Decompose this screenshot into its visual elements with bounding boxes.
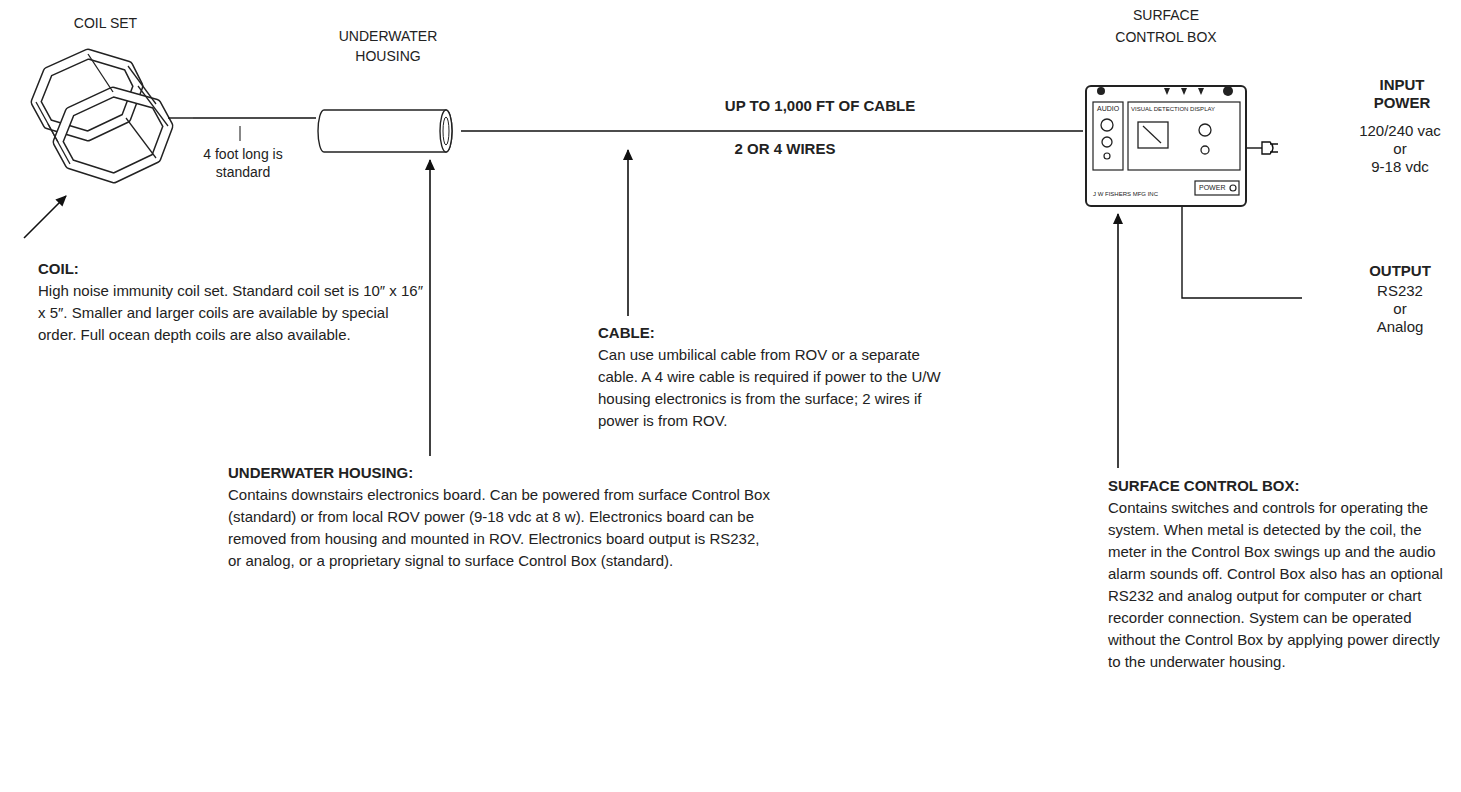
power-switch	[1230, 185, 1236, 191]
panel-text: AUDIO	[1097, 105, 1119, 113]
output-wire	[1182, 206, 1302, 298]
meter	[1138, 122, 1168, 148]
note-body: Contains downstairs electronics board. C…	[228, 484, 773, 572]
panel-text: VISUAL DETECTION DISPLAY	[1131, 105, 1215, 113]
port-heading: OUTPUT	[1345, 262, 1455, 280]
audio-knob	[1102, 137, 1112, 147]
audio-knob	[1101, 119, 1113, 131]
underwater-housing: UNDERWATER HOUSING	[316, 26, 461, 154]
coil-tie	[128, 66, 156, 104]
underwater-housing-outline	[316, 26, 461, 154]
sensitivity-knob	[1199, 124, 1211, 136]
display-panel	[1128, 102, 1240, 170]
housing-end-cap	[443, 117, 449, 145]
leader-tick	[240, 126, 241, 141]
housing-cylinder	[318, 110, 452, 152]
coil-set: COIL SET	[18, 14, 193, 196]
spec-value: Analog	[1345, 318, 1455, 336]
knob	[1198, 88, 1204, 95]
note-heading: UNDERWATER HOUSING:	[228, 462, 768, 484]
note-body: Can use umbilical cable from ROV or a se…	[598, 344, 958, 432]
spec-value: or	[1345, 300, 1455, 318]
callout-arrow	[429, 160, 431, 456]
knob	[1201, 146, 1209, 154]
panel-text: POWER	[1199, 184, 1225, 192]
note-body: Contains switches and controls for opera…	[1108, 497, 1453, 673]
spec-value: 120/240 vac	[1340, 122, 1460, 140]
coil-lead	[168, 117, 193, 118]
note-heading: SURFACE CONTROL BOX:	[1108, 475, 1453, 497]
wire-count: 2 OR 4 WIRES	[700, 140, 870, 158]
coil-tie	[36, 102, 58, 142]
spec-value: or	[1340, 140, 1460, 158]
node-heading: COIL SET	[18, 14, 193, 32]
coil-tie	[138, 86, 168, 126]
coil-set-outline	[18, 14, 193, 196]
callout-arrow	[1117, 214, 1119, 468]
panel-text: J W FISHERS MFG INC	[1093, 190, 1158, 198]
knob	[1223, 86, 1233, 96]
knob	[1164, 88, 1170, 95]
housing-end-cap	[440, 110, 452, 152]
surface-control-box: SURFACE CONTROL BOX AUDIO VISUAL DETECTION…	[1083, 4, 1249, 208]
audio-jack	[1104, 153, 1110, 159]
note-heading: COIL:	[38, 258, 418, 280]
note-heading: CABLE:	[598, 322, 958, 344]
spec-value: RS232	[1345, 282, 1455, 300]
callout-arrow	[24, 196, 66, 238]
node-heading: UNDERWATER HOUSING	[328, 26, 448, 66]
meter-needle	[1143, 126, 1161, 143]
knob	[1097, 87, 1105, 95]
edge-label: UP TO 1,000 FT OF CABLE	[640, 97, 1000, 114]
callout-arrow	[627, 150, 629, 316]
coil-tie	[126, 118, 156, 158]
cable-line	[193, 117, 316, 119]
port-heading: INPUT POWER	[1362, 76, 1442, 112]
cable-line	[461, 130, 1083, 132]
audio-panel	[1093, 102, 1123, 170]
node-heading: SURFACE CONTROL BOX	[1106, 4, 1226, 48]
coil-tie	[88, 54, 113, 92]
knob	[1181, 88, 1187, 95]
power-switch-panel	[1195, 181, 1239, 195]
spec-value: 9-18 vdc	[1340, 158, 1460, 176]
power-plug	[1262, 142, 1278, 154]
power-cord	[1247, 147, 1262, 148]
edge-label: 4 foot long is standard	[188, 145, 298, 181]
note-body: High noise immunity coil set. Standard c…	[38, 280, 423, 346]
control-box-case	[1086, 86, 1246, 206]
